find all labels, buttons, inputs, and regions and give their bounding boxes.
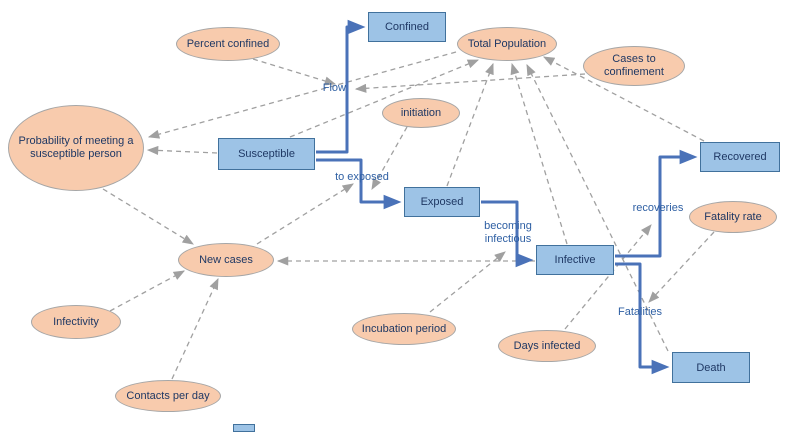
variable-percent-confined-label: Percent confined bbox=[186, 37, 270, 50]
stock-infective[interactable]: Infective bbox=[536, 245, 614, 275]
stock-confined-label: Confined bbox=[384, 21, 430, 33]
variable-initiation-label: initiation bbox=[400, 106, 442, 119]
variable-incubation-period-label: Incubation period bbox=[361, 322, 447, 335]
stock-recovered-label: Recovered bbox=[713, 151, 767, 163]
stock-susceptible-label: Susceptible bbox=[238, 148, 295, 160]
flow-label-becoming-infectious[interactable]: becoming infectious bbox=[484, 220, 532, 245]
variable-total-population-label: Total Population bbox=[467, 37, 547, 50]
variable-new-cases-label: New cases bbox=[199, 253, 253, 266]
stock-death[interactable]: Death bbox=[672, 352, 750, 383]
variable-probability-of-meeting[interactable]: Probability of meeting a susceptible per… bbox=[8, 105, 144, 191]
flow-label-fatalities[interactable]: Fatalities bbox=[617, 306, 663, 318]
stock-exposed[interactable]: Exposed bbox=[404, 187, 480, 217]
variable-days-infected[interactable]: Days infected bbox=[498, 330, 596, 362]
variable-infectivity[interactable]: Infectivity bbox=[31, 305, 121, 339]
variable-infectivity-label: Infectivity bbox=[53, 315, 99, 328]
variable-probability-of-meeting-label: Probability of meeting a susceptible per… bbox=[18, 135, 134, 160]
stock-confined[interactable]: Confined bbox=[368, 12, 446, 42]
variable-new-cases[interactable]: New cases bbox=[178, 243, 274, 277]
stock-susceptible[interactable]: Susceptible bbox=[218, 138, 315, 170]
flow-label-flow[interactable]: Flow bbox=[322, 82, 346, 94]
variable-contacts-per-day-label: Contacts per day bbox=[126, 389, 210, 402]
variable-cases-to-confinement-label: Cases to confinement bbox=[604, 53, 664, 78]
variable-fatality-rate-label: Fatality rate bbox=[704, 210, 762, 223]
variable-total-population[interactable]: Total Population bbox=[457, 27, 557, 61]
variable-cases-to-confinement[interactable]: Cases to confinement bbox=[583, 46, 685, 86]
stock-death-label: Death bbox=[696, 361, 726, 374]
partial-stock[interactable] bbox=[233, 424, 255, 432]
variable-initiation[interactable]: initiation bbox=[382, 98, 460, 128]
variable-days-infected-label: Days infected bbox=[513, 339, 581, 352]
variable-fatality-rate[interactable]: Fatality rate bbox=[689, 201, 777, 233]
stock-exposed-label: Exposed bbox=[420, 196, 464, 208]
stock-infective-label: Infective bbox=[554, 254, 596, 266]
flow-label-to-exposed[interactable]: to exposed bbox=[335, 171, 389, 183]
stock-recovered[interactable]: Recovered bbox=[700, 142, 780, 172]
flow-label-recoveries[interactable]: recoveries bbox=[632, 202, 684, 214]
variable-percent-confined[interactable]: Percent confined bbox=[176, 27, 280, 61]
variable-incubation-period[interactable]: Incubation period bbox=[352, 313, 456, 345]
variable-contacts-per-day[interactable]: Contacts per day bbox=[115, 380, 221, 412]
